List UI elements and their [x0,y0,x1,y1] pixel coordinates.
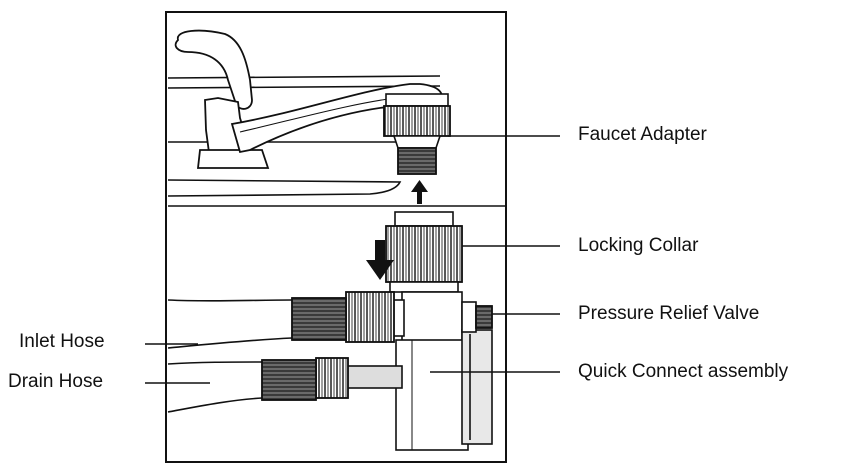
valve-body [395,291,493,451]
locking-collar-part [385,211,463,293]
drain-hose-connector [261,357,403,401]
label-drain-hose: Drain Hose [8,371,104,392]
faucet-adapter-part [383,93,451,175]
hoses [167,299,293,413]
label-locking-collar: Locking Collar [578,235,699,256]
inlet-hose-connector [291,291,405,343]
label-faucet-adapter: Faucet Adapter [578,124,707,145]
label-inlet-hose: Inlet Hose [19,331,105,352]
label-pressure-relief-valve: Pressure Relief Valve [578,303,760,324]
frame-border [165,11,507,463]
down-arrow-icon [366,240,394,280]
up-arrow-icon [411,180,428,204]
leader-lines [145,135,560,384]
label-quick-connect-assembly: Quick Connect assembly [578,361,789,382]
